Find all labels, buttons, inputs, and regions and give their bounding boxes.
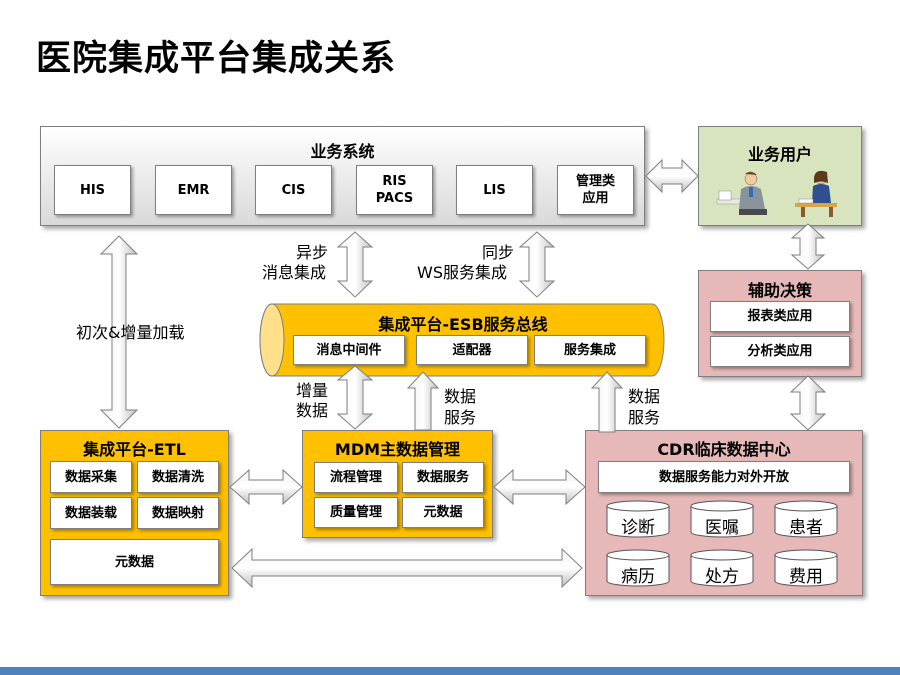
- cylinder-label: 诊断: [621, 518, 655, 538]
- decision-support-title: 辅助决策: [747, 281, 812, 300]
- cdr-cylinder-fees[interactable]: 费用: [774, 549, 838, 587]
- etl-title: 集成平台-ETL: [83, 440, 186, 459]
- cylinder-label: 处方: [705, 567, 739, 587]
- report-apps[interactable]: 报表类应用: [710, 301, 850, 332]
- business-system-title: 业务系统: [310, 142, 375, 161]
- system-cis[interactable]: CIS: [255, 165, 332, 215]
- label-mdm-service-2: 服务: [444, 408, 477, 427]
- cylinder-shape: [774, 500, 838, 538]
- business-users-panel: 业务用户: [698, 126, 862, 226]
- cdr-cylinder-orders[interactable]: 医嘱: [690, 500, 754, 538]
- esb-adapter[interactable]: 适配器: [416, 335, 528, 365]
- arrow-cdr-esb: [590, 371, 624, 433]
- label-incremental-2: 数据: [296, 401, 329, 420]
- arrow-business-users: [645, 158, 699, 194]
- mdm-process-management[interactable]: 流程管理: [314, 462, 398, 493]
- cylinder-shape: [606, 500, 670, 538]
- arrow-etl-cdr: [231, 547, 583, 589]
- system-emr[interactable]: EMR: [155, 165, 232, 215]
- system-lis[interactable]: LIS: [456, 165, 533, 215]
- bottom-accent-bar: [0, 667, 900, 675]
- etl-data-mapping[interactable]: 数据映射: [137, 497, 219, 529]
- cdr-cylinder-records[interactable]: 病历: [606, 549, 670, 587]
- analysis-apps[interactable]: 分析类应用: [710, 336, 850, 367]
- esb-message-middleware[interactable]: 消息中间件: [293, 335, 405, 365]
- etl-metadata[interactable]: 元数据: [50, 539, 219, 585]
- cdr-open-data-services[interactable]: 数据服务能力对外开放: [598, 461, 850, 493]
- cdr-cylinder-patients[interactable]: 患者: [774, 500, 838, 538]
- etl-data-cleansing[interactable]: 数据清洗: [137, 461, 219, 493]
- cdr-title: CDR临床数据中心: [657, 440, 791, 459]
- arrow-decision-cdr: [789, 375, 827, 431]
- etl-data-collection[interactable]: 数据采集: [50, 461, 132, 493]
- arrow-mdm-esb: [406, 371, 440, 431]
- cylinder-shape: [606, 549, 670, 587]
- label-cdr-service-1: 数据: [628, 387, 661, 406]
- label-incremental-1: 增量: [296, 381, 329, 400]
- cdr-cylinder-diagnosis[interactable]: 诊断: [606, 500, 670, 538]
- label-initial-load: 初次&增量加载: [76, 323, 185, 342]
- cylinder-label: 费用: [789, 567, 823, 587]
- arrow-sync: [518, 231, 556, 298]
- system-ris-pacs[interactable]: RIS PACS: [356, 165, 433, 215]
- cylinder-label: 医嘱: [705, 518, 739, 538]
- label-sync-1: 同步: [482, 243, 515, 262]
- system-management-apps[interactable]: 管理类 应用: [557, 165, 634, 215]
- mdm-quality-management[interactable]: 质量管理: [314, 497, 398, 528]
- cylinder-shape: [690, 549, 754, 587]
- decision-support-panel: 辅助决策 报表类应用 分析类应用: [698, 270, 862, 377]
- arrow-etl-mdm: [229, 468, 303, 506]
- system-his[interactable]: HIS: [54, 165, 131, 215]
- label-cdr-service-2: 服务: [628, 408, 661, 427]
- cylinder-label: 病历: [621, 567, 655, 587]
- mdm-metadata[interactable]: 元数据: [402, 497, 484, 528]
- etl-panel: 集成平台-ETL 数据采集 数据清洗 数据装载 数据映射 元数据: [40, 430, 229, 596]
- arrow-users-decision: [790, 223, 826, 270]
- label-sync-2: WS服务集成: [417, 263, 507, 282]
- etl-data-loading[interactable]: 数据装载: [50, 497, 132, 529]
- page-title: 医院集成平台集成关系: [36, 39, 397, 79]
- mdm-panel: MDM主数据管理 流程管理 数据服务 质量管理 元数据: [302, 430, 493, 538]
- cylinder-label: 患者: [789, 518, 823, 538]
- cylinder-shape: [774, 549, 838, 587]
- label-mdm-service-1: 数据: [444, 387, 477, 406]
- mdm-data-service[interactable]: 数据服务: [402, 462, 484, 493]
- cylinder-shape: [690, 500, 754, 538]
- users-illustration: [716, 170, 837, 217]
- business-users-title: 业务用户: [747, 145, 812, 164]
- esb-service-integration[interactable]: 服务集成: [534, 335, 646, 365]
- cdr-cylinder-prescriptions[interactable]: 处方: [690, 549, 754, 587]
- label-async-2: 消息集成: [262, 263, 327, 282]
- esb-panel: 集成平台-ESB服务总线 消息中间件 适配器 服务集成: [262, 304, 664, 376]
- arrow-async: [336, 231, 374, 298]
- arrow-mdm-cdr: [493, 468, 586, 506]
- business-system-panel: 业务系统 HIS EMR CIS RIS PACS LIS 管理类 应用: [40, 126, 645, 226]
- esb-title: 集成平台-ESB服务总线: [378, 315, 548, 334]
- label-async-1: 异步: [296, 243, 329, 262]
- mdm-title: MDM主数据管理: [334, 440, 461, 459]
